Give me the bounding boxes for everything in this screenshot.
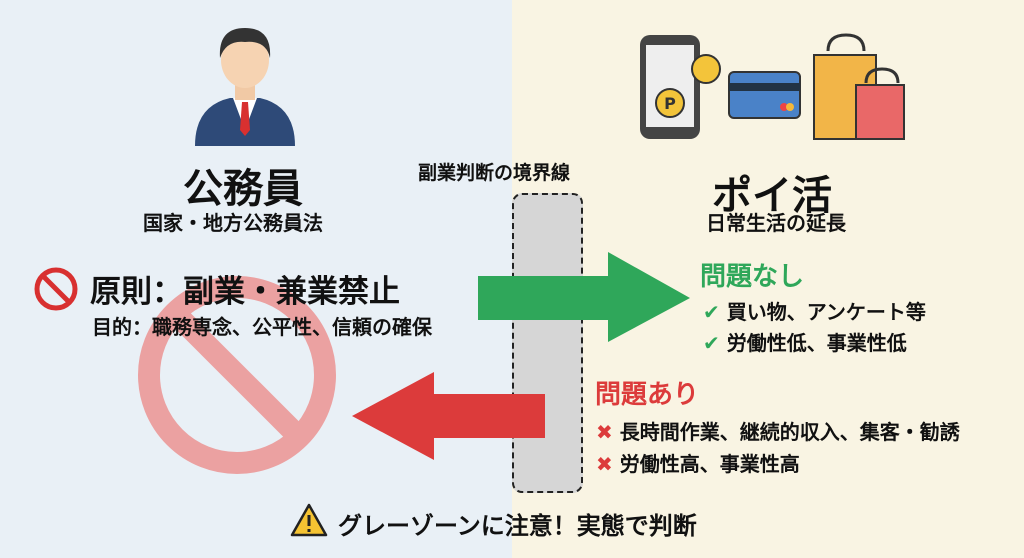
cross-icon: ✖ [596,420,620,444]
green-arrow [478,252,690,342]
check-icon: ✔ [703,300,727,324]
civil-servant-subtitle: 国家・地方公務員法 [143,211,323,235]
ng-item-text: 長時間作業、継続的収入、集客・勧誘 [619,420,960,444]
boundary-line [512,193,583,493]
svg-text:P: P [664,94,676,113]
civil-servant-icon [195,28,295,146]
poikatsu-title: ポイ活 [712,173,832,219]
check-icon: ✔ [703,331,727,355]
civil-servant-title: 公務員 [183,166,303,212]
warning-icon [290,503,328,537]
ng-item-text: 労働性高、事業性高 [619,452,800,476]
poikatsu-subtitle: 日常生活の延長 [706,211,846,235]
ok-heading: 問題なし [700,262,805,292]
cross-icon: ✖ [596,452,620,476]
ok-item: ✔ 買い物、アンケート等 [703,296,926,325]
ok-item: ✔ 労働性低、事業性低 [703,327,907,356]
smartphone-points-icon: P [640,35,721,139]
large-prohibition-icon [138,276,336,474]
red-arrow [352,372,545,460]
shopping-bags-icon [813,33,905,140]
prohibition-icon [34,267,78,311]
purpose-text: 目的：職務専念、公平性、信頼の確保 [92,315,432,339]
ok-item-text: 買い物、アンケート等 [726,300,926,324]
principle-text: 原則：副業・兼業禁止 [90,274,400,310]
ng-heading: 問題あり [595,380,700,410]
ok-item-text: 労働性低、事業性低 [726,331,907,355]
ng-item: ✖ 労働性高、事業性高 [596,448,800,477]
ng-item: ✖ 長時間作業、継続的収入、集客・勧誘 [596,416,960,445]
credit-card-icon [728,71,801,119]
boundary-label: 副業判断の境界線 [418,162,571,184]
warning-text: グレーゾーンに注意！実態で判断 [338,512,697,540]
